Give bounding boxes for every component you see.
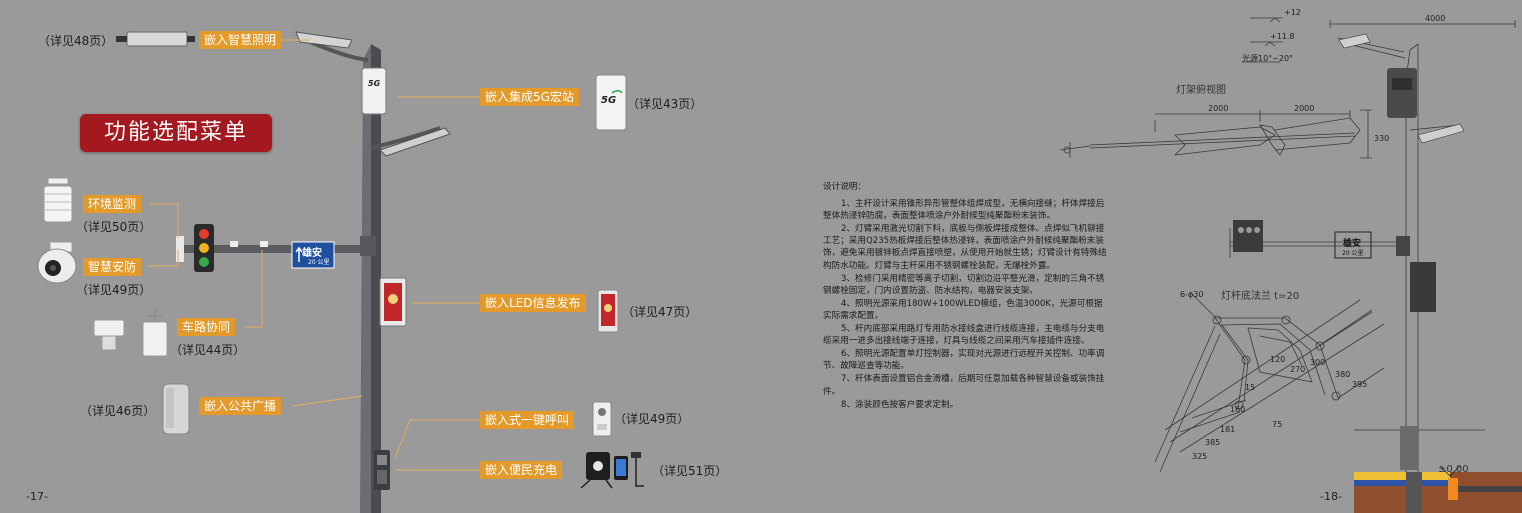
elev-arm-length: 4000 [1425,14,1446,23]
flange-dim-7: 75 [1272,420,1283,429]
env-sensor-device [43,177,73,223]
security-camera-device [37,241,77,284]
flange-drawing [1154,291,1385,473]
5g-station-device: 5G [595,74,627,131]
speaker-device [162,383,190,435]
v2x-tag: 车路协同 [177,318,236,336]
env-tag: 环境监测 [83,195,142,213]
flange-dim-3: 120 [1270,355,1286,364]
flange-dim-10: 380 [1335,370,1351,379]
menu-title: 功能选配菜单 [80,114,272,152]
road-sign [291,241,335,269]
page-number-left: -17- [26,490,48,503]
design-notes-title: 设计说明： [823,182,866,192]
v2x-devices [93,308,168,357]
top-lamp-head [295,31,353,49]
flange-dim-8: 325 [1192,452,1208,461]
flange-dim-2: 270 [1290,365,1306,374]
led-display-device [597,289,619,333]
elevation-5g-module [1387,68,1417,118]
elev-sign-distance: 20 公里 [1342,250,1364,257]
flange-dim-1: 300 [1310,358,1326,367]
flange-dim-9: 385 [1205,438,1221,447]
broadcast-ref: （详见46页） [80,404,156,418]
flange-dim-11: 395 [1352,380,1368,389]
design-note-item: 6、照明光源配置单灯控制器，实现对光源进行远程开关控制、功率调节、故障巡查等功能… [823,349,1105,372]
design-note-item: 3、检修门采用精密等离子切割，切割边沿平整光滑，定制的三角不锈钢螺栓固定，门内设… [823,273,1105,296]
elev-top-mark: +12 [1284,8,1301,17]
pole-5g-module [361,67,387,115]
design-note-item: 5、杆内底部采用路灯专用防水接线盒进行线缆连接，主电缆与分支电缆采用一进多出接线… [823,324,1105,347]
elevation-drawing [1229,17,1516,478]
design-note-item: 2、灯臂采用激光切割下料，底板与侧板焊接成整体。点焊似飞机铆接工艺；采用Q235… [823,224,1107,271]
led-ref: （详见47页） [622,305,698,319]
design-note-item: 8、涂装颜色按客户要求定制。 [841,399,959,410]
pole-sign-distance: 20 公里 [308,259,330,266]
elevation-traffic-light [1233,220,1263,252]
page-number-right: -18- [1320,490,1342,503]
flange-dim-5: 160 [1230,405,1246,414]
station5g-tag: 嵌入集成5G宏站 [480,88,579,106]
elev-angle-note: 光源10°~20° [1242,54,1294,63]
smart-pole-illustration: 5G [37,31,644,513]
call-tag: 嵌入式一键呼叫 [480,411,575,429]
top-view-right-dim: 2000 [1294,104,1315,113]
lighting-tag: 嵌入智慧照明 [199,31,282,49]
main-pole [360,44,371,513]
elev-second-mark: +11.8 [1270,32,1295,41]
top-view-title: 灯架俯视图 [1176,85,1226,96]
design-note-item: 4、照明光源采用180W+100WLED模组，色温3000K，光源可根据实际需求… [823,298,1103,321]
elevation-solid-parts [1233,33,1522,513]
lighting-ref: （详见48页） [38,34,114,48]
charging-devices [580,452,644,489]
led-tag: 嵌入LED信息发布 [480,294,586,312]
svg-text:5G: 5G [601,95,616,106]
charging-ref: （详见51页） [652,464,728,478]
call-ref: （详见49页） [614,412,690,426]
flange-title: 灯杆底法兰 t=20 [1221,291,1300,302]
v2x-ref: （详见44页） [170,343,246,357]
elev-sign-name: 雄安 [1343,239,1362,249]
security-ref: （详见49页） [76,283,152,297]
elev-ground-mark: ±0.00 [1438,464,1469,475]
lower-lamp-head [379,127,451,157]
elevation-sign [1334,231,1372,259]
lighting-controller-device [116,31,195,47]
top-view-side-dim: 330 [1374,134,1390,143]
design-notes: 设计说明： 1、主杆设计采用锥形异形管整体组焊成型，无横向接缝；杆体焊接后整体热… [823,181,1108,412]
charging-tag: 嵌入便民充电 [480,461,563,479]
broadcast-tag: 嵌入公共广播 [199,397,282,415]
station5g-ref: （详见43页） [627,97,703,111]
flange-dim-4: 15 [1245,383,1256,392]
elevation-screen [1410,262,1436,312]
env-ref: （详见50页） [76,220,152,234]
cross-arm [184,245,364,253]
technical-drawings [1059,17,1522,513]
pole-sign-name: 雄安 [302,248,322,259]
flange-bolt-note: 6-φ30 [1180,290,1204,299]
top-view-left-dim: 2000 [1208,104,1229,113]
design-note-item: 7、杆体表面设置铝合金滑槽，后期可任意加载各种智慧设备或装饰挂件。 [823,374,1105,397]
call-box-device [592,401,612,437]
svg-text:5G: 5G [368,79,381,88]
security-tag: 智慧安防 [83,258,142,276]
design-note-item: 1、主杆设计采用锥形异形管整体组焊成型，无横向接缝；杆体焊接后整体热浸锌防腐，表… [823,199,1105,222]
top-view-drawing [1059,109,1372,159]
flange-dim-6: 181 [1220,425,1236,434]
